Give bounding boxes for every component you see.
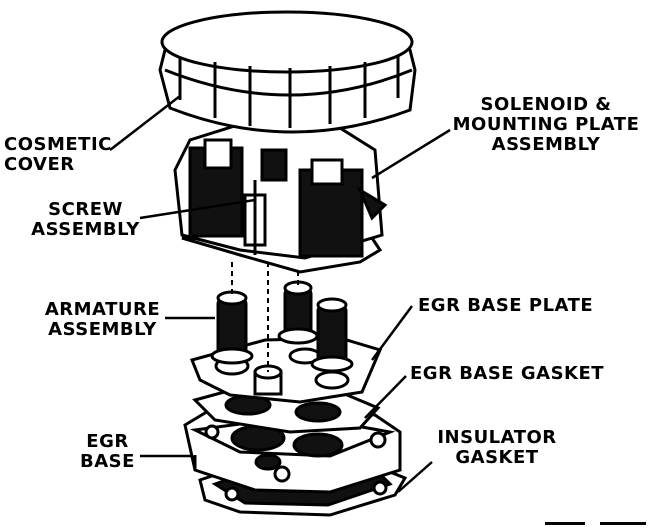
label-egr-base-plate: EGR BASE PLATE — [418, 296, 593, 316]
label-line: MOUNTING PLATE — [452, 114, 640, 135]
label-screw-assembly: SCREW ASSEMBLY — [28, 200, 143, 240]
label-line: GASKET — [455, 447, 539, 468]
label-insulator-gasket: INSULATOR GASKET — [432, 428, 562, 468]
label-line: INSULATOR — [437, 427, 557, 448]
label-line: COVER — [4, 154, 75, 175]
label-line: EGR — [86, 431, 129, 452]
label-egr-base-gasket: EGR BASE GASKET — [410, 364, 604, 384]
label-armature-assembly: ARMATURE ASSEMBLY — [40, 300, 165, 340]
label-line: ASSEMBLY — [491, 134, 601, 155]
leader-lines — [109, 95, 451, 493]
label-line: BASE — [80, 451, 135, 472]
solenoid-assembly-part — [173, 116, 388, 274]
label-line: SOLENOID & — [480, 94, 612, 115]
label-line: ASSEMBLY — [31, 219, 140, 240]
cosmetic-cover-part — [158, 10, 417, 134]
label-line: EGR BASE GASKET — [410, 363, 605, 384]
label-egr-base: EGR BASE — [70, 432, 145, 472]
label-line: ASSEMBLY — [48, 319, 157, 340]
label-line: SCREW — [48, 199, 123, 220]
armature-assembly-part — [210, 280, 354, 373]
label-line: COSMETIC — [4, 134, 112, 155]
label-line: EGR BASE PLATE — [418, 295, 594, 316]
label-line: ARMATURE — [44, 299, 161, 320]
label-cosmetic-cover: COSMETIC COVER — [4, 135, 112, 175]
label-solenoid: SOLENOID & MOUNTING PLATE ASSEMBLY — [436, 95, 656, 155]
footer-marks — [545, 522, 646, 525]
